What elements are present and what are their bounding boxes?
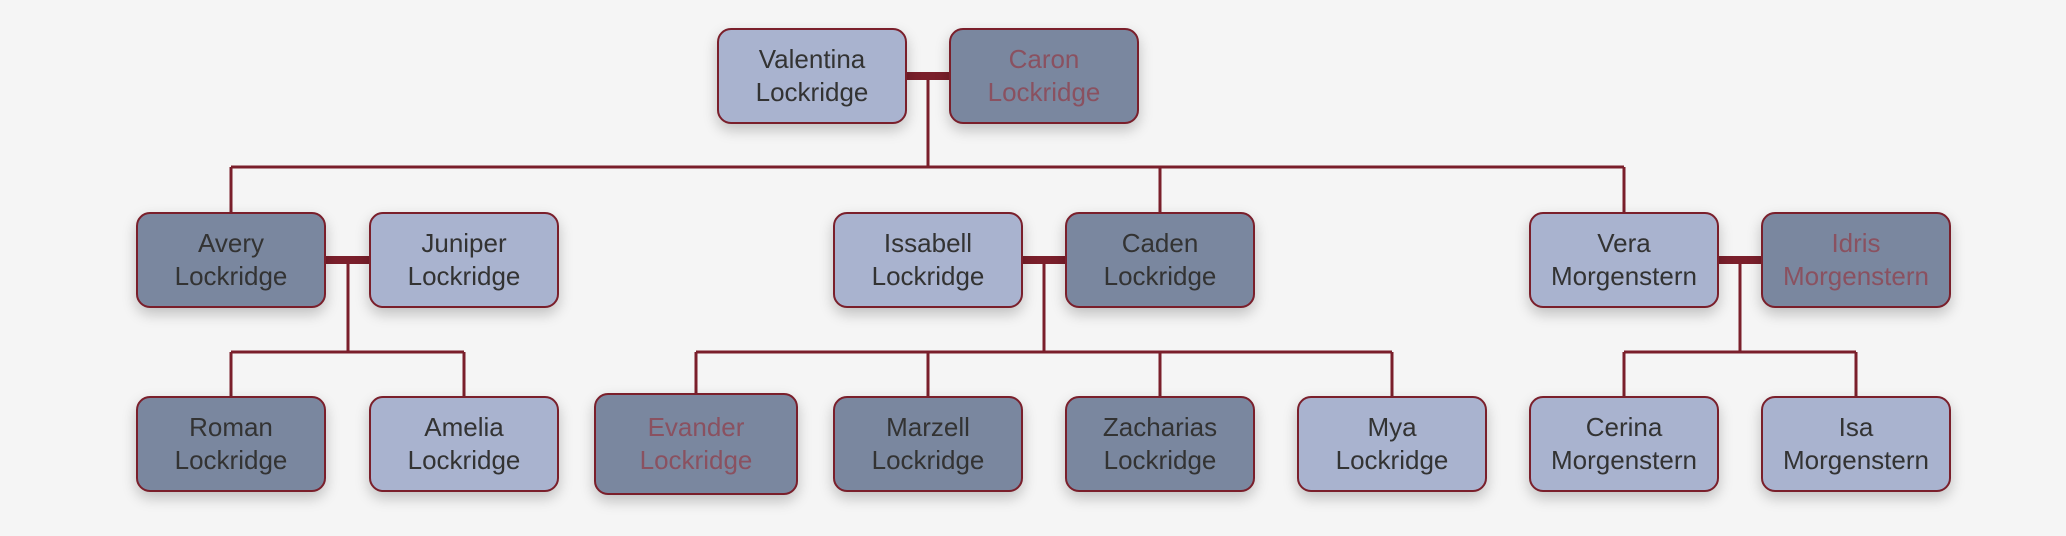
person-mya-lockridge[interactable]: Mya Lockridge [1297, 396, 1487, 492]
last-name: Lockridge [1335, 445, 1449, 475]
last-name: Lockridge [871, 445, 985, 475]
last-name: Morgenstern [1783, 445, 1929, 475]
first-name: Cerina [1585, 412, 1663, 442]
person-amelia-lockridge[interactable]: Amelia Lockridge [369, 396, 559, 492]
first-name: Juniper [421, 228, 507, 258]
person-marzell-lockridge[interactable]: Marzell Lockridge [833, 396, 1023, 492]
last-name: Lockridge [871, 261, 985, 291]
person-idris-morgenstern[interactable]: Idris Morgenstern [1761, 212, 1951, 308]
first-name: Valentina [758, 44, 866, 74]
last-name: Morgenstern [1551, 261, 1697, 291]
last-name: Lockridge [407, 261, 521, 291]
first-name: Vera [1597, 228, 1651, 258]
person-isa-morgenstern[interactable]: Isa Morgenstern [1761, 396, 1951, 492]
person-caron-lockridge[interactable]: Caron Lockridge [949, 28, 1139, 124]
first-name: Caden [1121, 228, 1199, 258]
person-issabell-lockridge[interactable]: Issabell Lockridge [833, 212, 1023, 308]
first-name: Caron [1008, 44, 1080, 74]
first-name: Issabell [883, 228, 973, 258]
first-name: Roman [189, 412, 273, 442]
first-name: Idris [1831, 228, 1881, 258]
person-vera-morgenstern[interactable]: Vera Morgenstern [1529, 212, 1719, 308]
last-name: Lockridge [755, 77, 869, 107]
first-name: Amelia [424, 412, 504, 442]
last-name: Lockridge [639, 445, 753, 475]
first-name: Isa [1838, 412, 1874, 442]
first-name: Avery [198, 228, 264, 258]
first-name: Zacharias [1102, 412, 1218, 442]
last-name: Lockridge [1103, 261, 1217, 291]
last-name: Morgenstern [1551, 445, 1697, 475]
person-caden-lockridge[interactable]: Caden Lockridge [1065, 212, 1255, 308]
person-zacharias-lockridge[interactable]: Zacharias Lockridge [1065, 396, 1255, 492]
person-cerina-morgenstern[interactable]: Cerina Morgenstern [1529, 396, 1719, 492]
person-juniper-lockridge[interactable]: Juniper Lockridge [369, 212, 559, 308]
last-name: Morgenstern [1783, 261, 1929, 291]
first-name: Marzell [886, 412, 970, 442]
last-name: Lockridge [987, 77, 1101, 107]
person-valentina-lockridge[interactable]: Valentina Lockridge [717, 28, 907, 124]
person-roman-lockridge[interactable]: Roman Lockridge [136, 396, 326, 492]
first-name: Evander [647, 412, 745, 442]
last-name: Lockridge [1103, 445, 1217, 475]
last-name: Lockridge [174, 445, 288, 475]
last-name: Lockridge [407, 445, 521, 475]
person-avery-lockridge[interactable]: Avery Lockridge [136, 212, 326, 308]
person-evander-lockridge[interactable]: Evander Lockridge [594, 393, 798, 495]
last-name: Lockridge [174, 261, 288, 291]
first-name: Mya [1367, 412, 1417, 442]
